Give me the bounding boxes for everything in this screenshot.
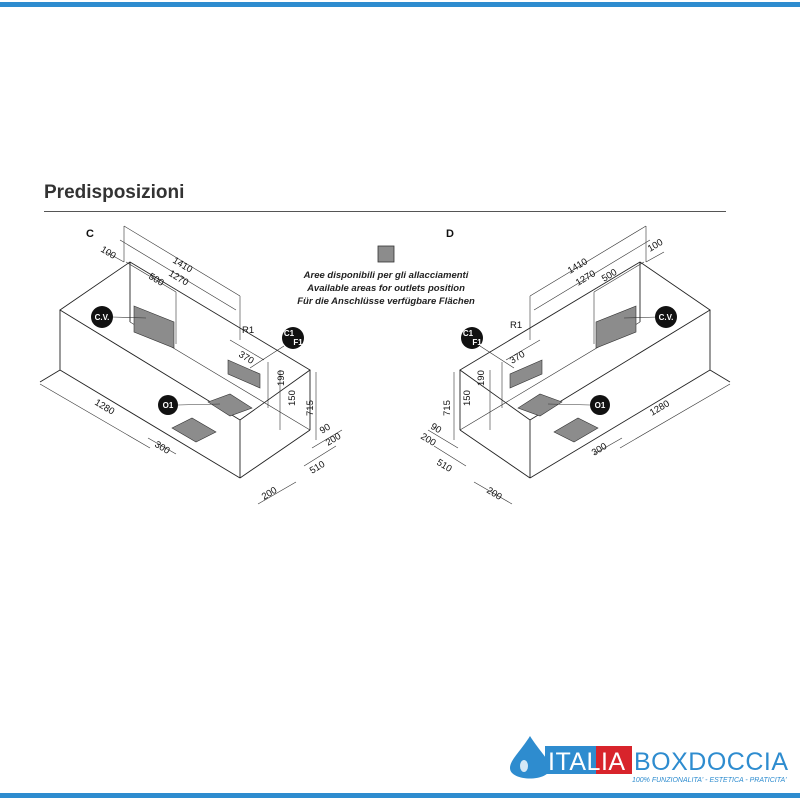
view-c: C 1410 1270 100 500 (39, 225, 343, 505)
tub-bottom-side-d (459, 429, 531, 479)
dim-715-d: 715 (442, 400, 453, 416)
legend-text-it: Aree disponibili per gli allacciamenti (303, 270, 469, 281)
logo-word-boxdoccia: BOXDOCCIA (634, 748, 789, 776)
legend-text-en: Available areas for outlets position (306, 283, 465, 294)
dim-500-d: 500 (600, 267, 619, 285)
dim-150-c: 150 (287, 390, 298, 406)
leader-cv-d (623, 316, 659, 319)
marker-cv-c-label: C.V. (95, 313, 110, 322)
legend-swatch (377, 245, 395, 263)
leader-o1-c (177, 403, 221, 406)
dim-100-d: 100 (646, 237, 665, 255)
dim-715-c: 715 (305, 400, 316, 416)
tub-bottom-side-c (239, 429, 311, 479)
dim-line-510-d (433, 445, 467, 467)
brand-logo: ITALIA BOXDOCCIA 100% FUNZIONALITA' - ES… (510, 736, 789, 784)
marker-f1-d-label: F1 (472, 338, 482, 347)
marker-cv-d-label: C.V. (659, 313, 674, 322)
drop-highlight (520, 760, 528, 772)
dim-line-500-d (593, 261, 645, 293)
tub-top-d (459, 261, 711, 421)
dim-300-d: 300 (590, 441, 609, 459)
area-o1a-d (517, 393, 563, 417)
marker-o1-c (158, 395, 178, 415)
dim-510-d: 510 (434, 457, 453, 475)
dim-line-1280-c (39, 383, 151, 449)
dim-line-370-c (229, 339, 265, 361)
dim-line-100-d (645, 251, 665, 263)
view-label-c: C (86, 228, 94, 240)
dim-line-1270-c (119, 239, 237, 311)
marker-o1-d (590, 395, 610, 415)
bottom-accent-bar (0, 793, 800, 798)
r1-label-c: R1 (242, 325, 254, 336)
dim-370-d: 370 (508, 349, 527, 367)
marker-f1-c-label: F1 (293, 338, 303, 347)
dim-line-1270-d (533, 239, 651, 311)
marker-cv-d (655, 306, 677, 328)
area-cv-c (133, 305, 175, 349)
dim-150-d: 150 (462, 390, 473, 406)
marker-c1f1-d (461, 327, 483, 349)
dim-90-d: 90 (428, 421, 443, 436)
water-drop-icon (510, 736, 550, 779)
dim-200-bottom-c: 200 (260, 485, 279, 503)
dim-line-100-c (105, 251, 125, 263)
area-o1b-d (553, 417, 599, 443)
dim-90-c: 90 (318, 422, 333, 437)
area-c1f1-d (509, 359, 543, 389)
marker-o1-c-label: O1 (163, 401, 174, 410)
legend-text-de: Für die Anschlüsse verfügbare Flächen (297, 296, 475, 307)
tub-bottom-front-c (59, 369, 241, 479)
marker-c1-c-label: C1 (284, 329, 295, 338)
marker-c1-d-label: C1 (463, 329, 474, 338)
leader-o1-d (547, 403, 591, 406)
dim-1280-d: 1280 (648, 398, 672, 418)
dim-line-300-d (593, 437, 623, 455)
dim-190-c: 190 (276, 370, 287, 386)
dim-line-200-side-c (311, 429, 343, 449)
dim-100-c: 100 (98, 244, 117, 262)
r1-label-d: R1 (510, 320, 522, 331)
leader-c1f1-c (249, 345, 285, 369)
logo-word-italia: ITALIA (548, 748, 626, 776)
area-o1b-c (171, 417, 217, 443)
dim-line-200-bottom-c (257, 481, 297, 505)
top-accent-bar (0, 2, 800, 7)
leader-cv-c (111, 316, 147, 319)
dim-line-510-c (303, 445, 337, 467)
dim-200-bottom-d: 200 (484, 485, 503, 503)
area-o1a-c (207, 393, 253, 417)
dim-line-1280-d (619, 383, 731, 449)
dim-line-200-side-d (427, 429, 459, 449)
dim-190-d: 190 (476, 370, 487, 386)
logo-blue-block (545, 746, 603, 774)
marker-c1f1-c (282, 327, 304, 349)
dim-line-500-c (125, 261, 177, 293)
tub-left-edge-c (39, 310, 61, 383)
marker-cv-c (91, 306, 113, 328)
logo-red-block (596, 746, 632, 774)
dim-1280-c: 1280 (92, 397, 116, 417)
leader-c1f1-d (479, 345, 515, 369)
dim-line-1410-c (123, 225, 241, 297)
dim-line-1410-d (529, 225, 647, 297)
tub-bottom-front-d (529, 369, 711, 479)
dim-300-c: 300 (152, 439, 171, 457)
marker-o1-d-label: O1 (595, 401, 606, 410)
tub-right-edge-d (709, 310, 731, 383)
legend: Aree disponibili per gli allacciamenti A… (297, 245, 475, 307)
view-d: D 1410 1270 100 500 370 190 (418, 225, 731, 505)
title-divider (44, 211, 726, 212)
logo-tagline: 100% FUNZIONALITA' - ESTETICA - PRATICIT… (632, 777, 787, 784)
area-cv-d (595, 305, 637, 349)
dim-370-c: 370 (236, 349, 255, 367)
area-c1f1-c (227, 359, 261, 389)
dim-line-300-c (147, 437, 177, 455)
dim-line-200-bottom-d (473, 481, 513, 505)
view-label-d: D (446, 228, 454, 240)
dim-line-370-d (505, 339, 541, 361)
section-title: Predisposizioni (44, 182, 185, 203)
